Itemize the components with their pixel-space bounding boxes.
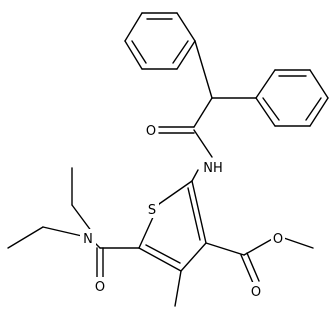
atom-label-o-ester-carbonyl: O [251,285,261,300]
atom-label-s: S [148,203,156,218]
methyl-bond [174,270,182,307]
phenyl-ring-right [255,69,329,127]
atom-label-o-ester-ether: O [273,232,283,247]
atom-label-o-amide: O [146,124,156,139]
atom-label-nh: NH [203,161,223,176]
thiophene-ring [138,180,207,272]
atom-label-o-diethylamide: O [95,280,105,295]
diethylamide-group [7,167,140,279]
diphenylacetamide-linker [158,40,257,182]
atom-labels: O NH S N O O O [80,121,285,300]
phenyl-ring-left [124,12,196,70]
methyl-ester-group [205,236,314,284]
atom-label-n: N [83,232,93,247]
